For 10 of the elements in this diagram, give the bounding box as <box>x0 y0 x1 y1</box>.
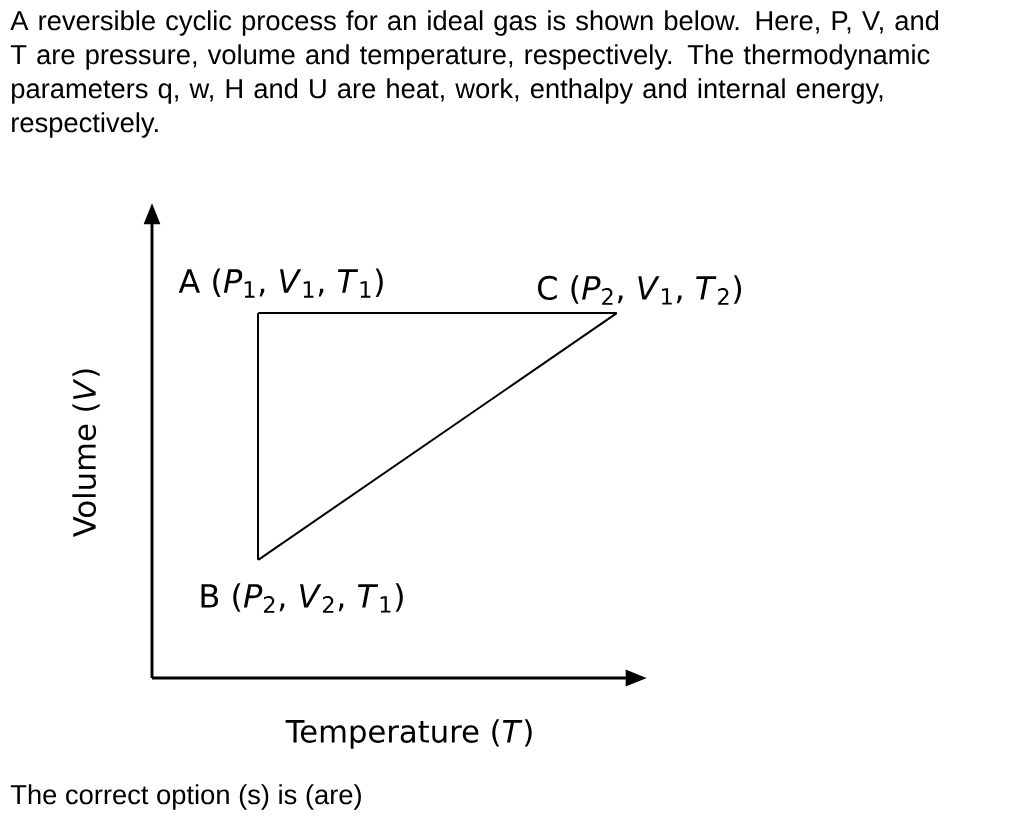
axis-label: Volume (V) <box>72 369 100 537</box>
process-line <box>257 312 618 561</box>
process-line <box>257 312 618 314</box>
axis-label: Temperature (T) <box>285 719 532 749</box>
prompt-text: The correct option (s) is (are) <box>10 784 361 810</box>
process-line <box>257 312 259 561</box>
point-label: C (P$_{2}$, V$_{1}$, T$_{2}$) <box>538 275 742 305</box>
question-text: A reversible cyclic process for an ideal gas is shown below. Here, P, V, and T are pressure, volume and temperature, respectively. The thermodynamic parameters q, w, H and U are heat, work, enthalpy and internal energy, respectively. <box>10 10 939 138</box>
point-label: A (P$_{1}$, V$_{1}$, T$_{1}$) <box>178 268 383 298</box>
point-label: B (P$_{2}$, V$_{2}$, T$_{1}$) <box>201 583 403 613</box>
